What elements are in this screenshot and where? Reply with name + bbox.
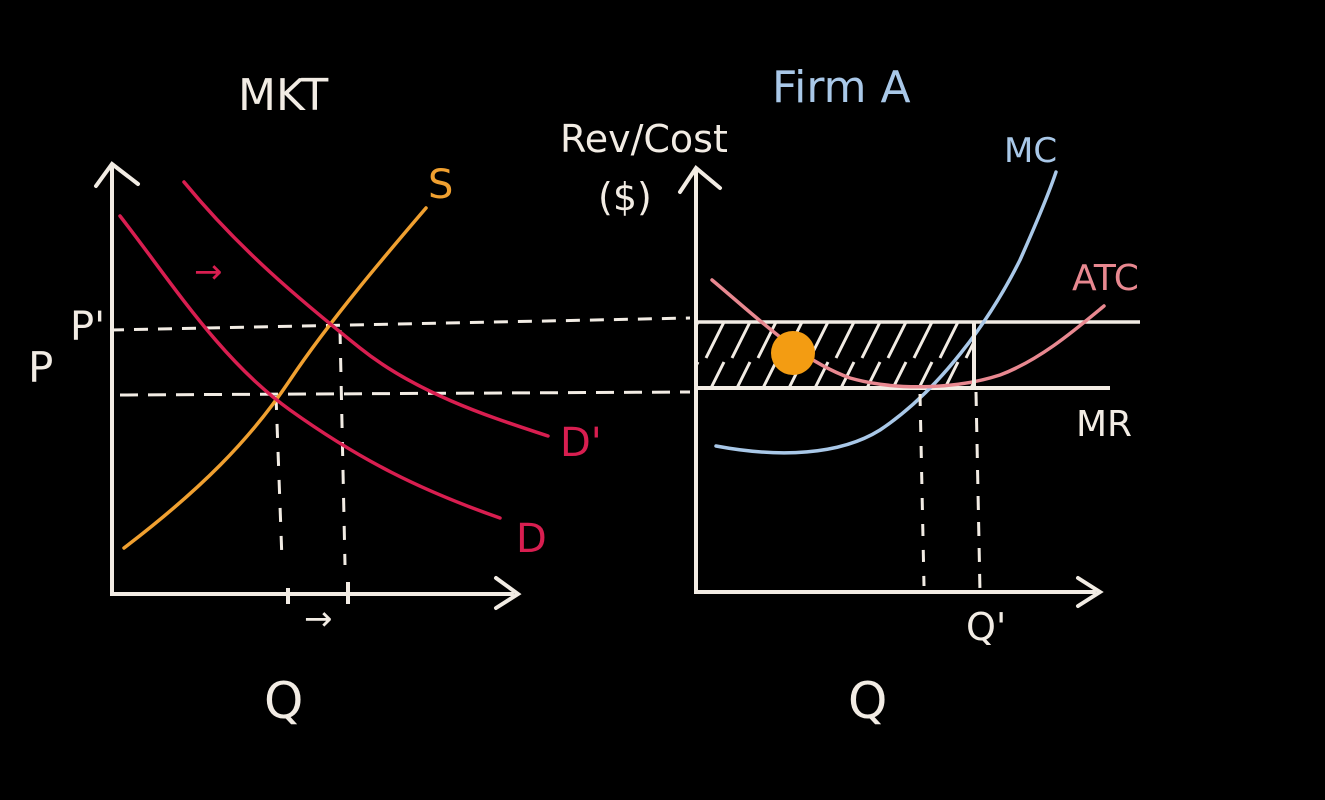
firm-y-label-line2: ($) (598, 175, 652, 219)
firm-graph: Firm A Rev/Cost ($) MR MC ATC Q' Q (560, 62, 1140, 730)
demand-curve (118, 214, 502, 520)
firm-quantity-label: Q (848, 672, 887, 730)
demand-label: D (516, 516, 547, 562)
firm-axes (694, 170, 1096, 594)
market-title: MKT (238, 70, 328, 121)
old-quantity-dashed-line (274, 395, 284, 561)
mr-label: MR (1076, 404, 1132, 445)
orange-highlight-dot (771, 331, 815, 375)
atc-label: ATC (1072, 258, 1139, 299)
profit-hatched-region (698, 322, 974, 388)
market-axes (110, 166, 514, 596)
firm-y-arrowhead (678, 165, 722, 194)
new-quantity-dashed-line (338, 329, 347, 566)
old-quantity-drop (918, 393, 926, 587)
market-x-arrowhead (494, 576, 522, 610)
atc-curve (710, 278, 1106, 389)
market-quantity-label: Q (264, 672, 303, 730)
supply-curve (122, 206, 428, 550)
quantity-ticks (286, 582, 350, 604)
q-new-label: Q' (966, 605, 1006, 649)
mc-curve (714, 170, 1058, 455)
quantity-shift-arrow: → (304, 599, 333, 639)
firm-title: Firm A (772, 62, 911, 113)
demand-shift-arrow: → (194, 252, 223, 292)
mc-label: MC (1004, 131, 1057, 171)
supply-label: S (428, 162, 453, 208)
new-quantity-drop (974, 391, 982, 593)
firm-y-label-line1: Rev/Cost (560, 117, 728, 161)
market-graph: MKT P P' S D D' → → Q (28, 70, 691, 730)
demand-new-curve (182, 180, 550, 438)
old-price-dashed-line (119, 390, 691, 397)
demand-new-label: D' (560, 420, 602, 466)
market-new-price-label: P' (70, 304, 105, 350)
firm-x-arrowhead (1076, 576, 1104, 608)
market-price-label: P (28, 343, 53, 392)
market-y-arrowhead (94, 161, 140, 188)
